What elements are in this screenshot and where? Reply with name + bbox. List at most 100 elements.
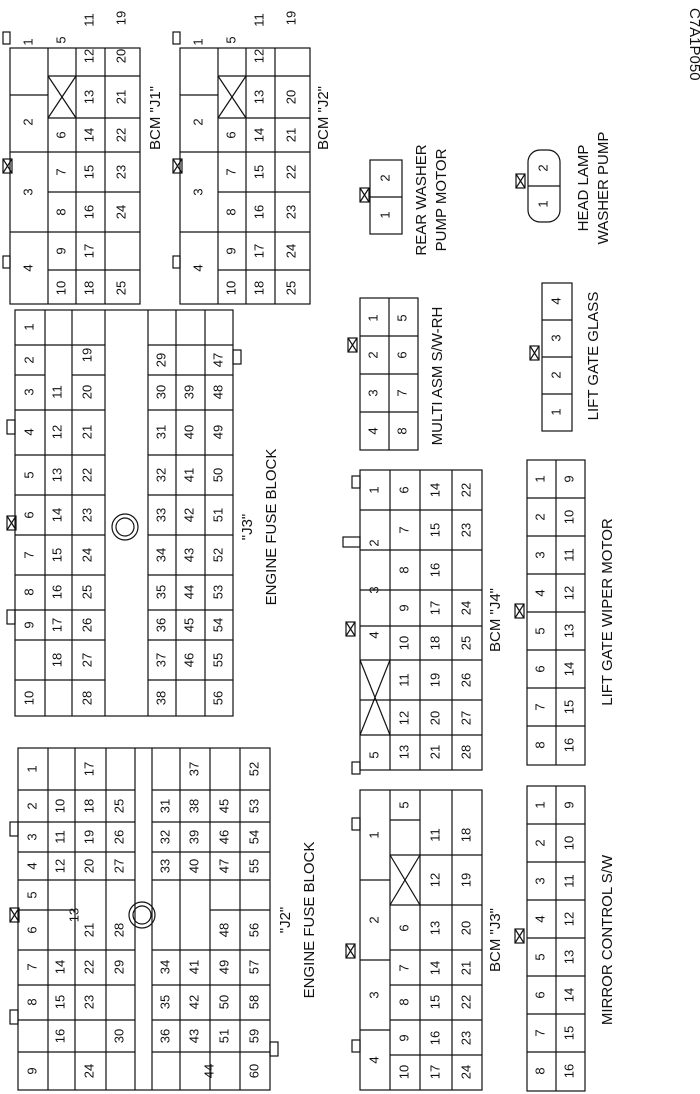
label-multi-asm: MULTI ASM S/W-RH xyxy=(429,307,446,446)
pin-number: 49 xyxy=(216,960,231,974)
pin: 12 xyxy=(81,49,96,63)
pin-number: 7 xyxy=(396,526,411,533)
label-mirror-control: MIRROR CONTROL S/W xyxy=(599,854,616,1025)
pin: 19 xyxy=(283,11,298,25)
pin: 19 xyxy=(113,11,128,25)
pin-number: 11 xyxy=(561,874,576,888)
pin-number: 33 xyxy=(157,859,172,873)
pin-number: 1 xyxy=(366,831,381,838)
pin-number: 20 xyxy=(81,859,96,873)
pin-number: 6 xyxy=(396,486,411,493)
pin-number: 36 xyxy=(153,618,168,632)
pin: 22 xyxy=(283,165,298,179)
pin-number: 9 xyxy=(396,604,411,611)
label-fuse-j3-1: "J3" xyxy=(239,514,256,541)
pin: 18 xyxy=(251,281,266,295)
pin-number: 12 xyxy=(49,425,64,439)
pin-number: 15 xyxy=(427,995,442,1009)
pin: 9 xyxy=(53,247,68,254)
connector-rear-washer xyxy=(359,159,403,235)
pin-number: 14 xyxy=(49,508,64,522)
pin-number: 7 xyxy=(394,389,409,396)
pin: 10 xyxy=(223,281,238,295)
pin-number: 39 xyxy=(181,385,196,399)
pin-number: 6 xyxy=(394,351,409,358)
pins-bcm-j2: 1 2 3 4 5 6 7 8 9 10 11 12 13 14 15 16 1… xyxy=(190,11,298,295)
pin-number: 5 xyxy=(394,314,409,321)
pin: 7 xyxy=(53,168,68,175)
pin-number: 3 xyxy=(532,877,547,884)
pin-number: 2 xyxy=(24,802,39,809)
pin-number: 14 xyxy=(561,988,576,1002)
pin-number: 6 xyxy=(21,511,36,518)
pin-number: 15 xyxy=(49,548,64,562)
connector-bcm-j3 xyxy=(345,789,483,1091)
pin-number: 15 xyxy=(427,523,442,537)
pin-number: 29 xyxy=(153,353,168,367)
pin-number: 51 xyxy=(216,1029,231,1043)
pin-number: 23 xyxy=(458,523,473,537)
pin-number: 13 xyxy=(561,950,576,964)
pin-number: 38 xyxy=(186,799,201,813)
pin-number: 45 xyxy=(216,799,231,813)
pin-number: 12 xyxy=(52,859,67,873)
connector-lift-gate-wiper xyxy=(514,459,586,766)
pin-number: 39 xyxy=(186,830,201,844)
pin: 17 xyxy=(251,244,266,258)
pin-number: 52 xyxy=(210,548,225,562)
pin: 5 xyxy=(223,36,238,43)
label-bcm-j1: BCM "J1" xyxy=(147,86,164,150)
pin-number: 6 xyxy=(532,665,547,672)
pin-number: 22 xyxy=(81,960,96,974)
label-fuse-j2-1: "J2" xyxy=(277,907,294,934)
pin-number: 32 xyxy=(153,468,168,482)
pin-number: 10 xyxy=(561,510,576,524)
pin-number: 7 xyxy=(21,551,36,558)
pin-number: 13 xyxy=(561,624,576,638)
pin-number: 34 xyxy=(157,960,172,974)
pins-bcm-j4: 1 2 3 4 5 6 7 8 9 10 11 12 13 14 15 16 1… xyxy=(366,483,473,759)
connector-lift-gate-glass xyxy=(529,282,573,432)
pins-engine-fuse-j2: 1 2 3 4 5 6 7 8 9 10 11 12 13 14 15 16 1… xyxy=(24,762,261,1078)
pin-number: 7 xyxy=(396,964,411,971)
pin: 12 xyxy=(251,49,266,63)
label-fuse-j3-2: ENGINE FUSE BLOCK xyxy=(263,449,280,606)
pin-number: 35 xyxy=(157,995,172,1009)
pin-number: 10 xyxy=(52,799,67,813)
pin-number: 23 xyxy=(458,1031,473,1045)
pin-number: 9 xyxy=(561,801,576,808)
label-bcm-j3: BCM "J3" xyxy=(487,908,504,972)
pin-number: 44 xyxy=(201,1064,216,1078)
pin-number: 57 xyxy=(246,960,261,974)
pin-number: 41 xyxy=(181,468,196,482)
pin-number: 21 xyxy=(458,961,473,975)
pin-number: 7 xyxy=(532,703,547,710)
pin-number: 42 xyxy=(181,508,196,522)
pin-number: 20 xyxy=(79,385,94,399)
pin-number: 17 xyxy=(427,601,442,615)
pin-number: 4 xyxy=(532,589,547,596)
pin-number: 4 xyxy=(21,428,36,435)
pin-number: 12 xyxy=(561,912,576,926)
pin: 17 xyxy=(81,244,96,258)
connector-headlamp-washer xyxy=(515,149,561,223)
pin: 1 xyxy=(190,38,205,45)
pin-number: 31 xyxy=(157,799,172,813)
pin: 23 xyxy=(113,165,128,179)
pin: 14 xyxy=(251,128,266,142)
pin-number: 10 xyxy=(396,1065,411,1079)
pin-number: 17 xyxy=(81,762,96,776)
pin-number: 9 xyxy=(24,1067,39,1074)
pin-number: 16 xyxy=(52,1029,67,1043)
pin-number: 20 xyxy=(427,711,442,725)
pin-number: 13 xyxy=(427,921,442,935)
pin-number: 60 xyxy=(246,1064,261,1078)
pin-number: 1 xyxy=(548,408,563,415)
pin-number: 8 xyxy=(396,998,411,1005)
pin: 15 xyxy=(251,165,266,179)
pin-number: 28 xyxy=(458,745,473,759)
pin-number: 55 xyxy=(246,859,261,873)
pin-number: 14 xyxy=(427,961,442,975)
pin-number: 1 xyxy=(24,765,39,772)
pin-number: 14 xyxy=(561,662,576,676)
